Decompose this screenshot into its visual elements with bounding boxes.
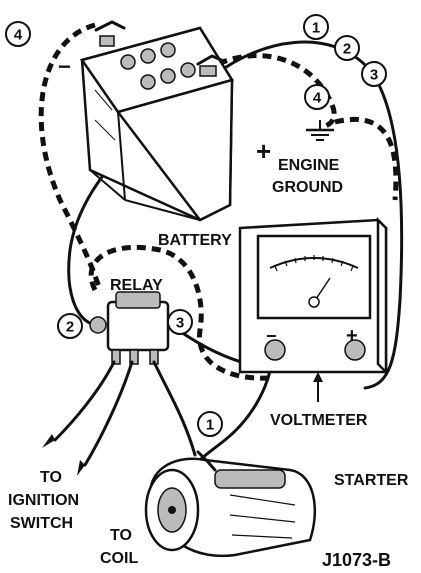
dashed-lead-4 <box>38 22 103 291</box>
meter-minus-label: − <box>266 326 277 346</box>
callout-4-left: 4 <box>5 21 31 47</box>
callout-2-relay: 2 <box>57 313 83 339</box>
starter-clip <box>196 450 217 472</box>
battery-minus-sign: − <box>58 54 71 79</box>
dial-ticks <box>274 255 354 272</box>
voltmeter <box>238 216 388 376</box>
ground-icon <box>306 120 334 141</box>
arrow-ignition-icon <box>42 434 55 448</box>
svg-text:4: 4 <box>313 90 322 107</box>
svg-text:3: 3 <box>176 315 184 332</box>
wire-to-ignition-switch <box>53 360 116 442</box>
to-ignition-label-3: SWITCH <box>10 515 73 532</box>
relay-label: RELAY <box>110 277 163 294</box>
callout-4-right: 4 <box>304 84 330 110</box>
callout-3-top: 3 <box>361 61 387 87</box>
to-coil-label-2: COIL <box>100 550 138 567</box>
callout-3-relay: 3 <box>167 309 193 335</box>
callout-2-top: 2 <box>334 35 360 61</box>
battery <box>79 26 234 222</box>
engine-ground-label-2: GROUND <box>272 179 343 196</box>
clip-positive <box>196 54 228 66</box>
voltmeter-label: VOLTMETER <box>270 412 368 429</box>
figure-id: J1073-B <box>322 550 391 570</box>
svg-text:1: 1 <box>312 20 320 37</box>
to-coil-label-1: TO <box>110 527 132 544</box>
to-ignition-label-1: TO <box>40 469 62 486</box>
dashed-lead-relay-loop <box>88 244 271 381</box>
lead-meter-neg-starter <box>198 358 274 462</box>
battery-plus-sign: + <box>256 136 271 166</box>
dashed-lead-4-ground <box>203 53 337 131</box>
battery-positive-terminal <box>199 65 217 77</box>
voltmeter-negative-terminal <box>264 339 286 361</box>
starter-solenoid <box>214 469 286 489</box>
starter-label: STARTER <box>334 472 409 489</box>
callout-1-top: 1 <box>303 14 329 40</box>
callout-1-starter: 1 <box>197 411 223 437</box>
meter-plus-label: + <box>346 325 358 347</box>
svg-text:3: 3 <box>370 67 378 84</box>
wire-relay-to-starter <box>152 360 197 457</box>
to-ignition-label-2: IGNITION <box>8 492 79 509</box>
battery-negative-terminal <box>99 35 115 47</box>
wire-to-coil <box>83 360 134 467</box>
starter <box>144 457 317 558</box>
svg-text:2: 2 <box>343 41 351 58</box>
svg-text:1: 1 <box>206 417 214 434</box>
clip-negative <box>94 20 126 32</box>
arrow-coil-icon <box>77 460 85 476</box>
svg-text:4: 4 <box>14 27 23 44</box>
dashed-lead-right <box>334 116 399 201</box>
svg-text:2: 2 <box>66 319 74 336</box>
voltmeter-positive-terminal <box>344 339 366 361</box>
engine-ground-label-1: ENGINE <box>278 157 340 174</box>
lead-1-2-3-top <box>213 40 404 390</box>
battery-label: BATTERY <box>158 232 232 249</box>
